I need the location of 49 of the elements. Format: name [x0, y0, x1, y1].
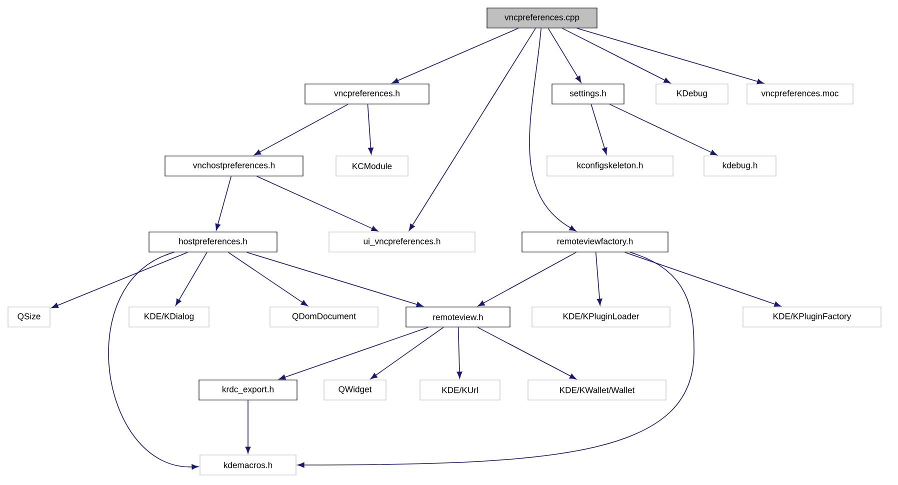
arrow: [246, 252, 424, 308]
file-box: KDE/KDialog: [128, 306, 210, 328]
arrow: [256, 176, 378, 232]
file-box: vncpreferences.moc: [746, 84, 854, 104]
arrow: [595, 252, 602, 306]
file-box: vncpreferences.h: [304, 84, 430, 104]
arrow: [370, 326, 444, 380]
arrow: [215, 176, 232, 230]
file-box: QWidget: [324, 380, 386, 400]
arrow: [562, 28, 671, 84]
file-box: KDE/KPluginLoader: [532, 306, 670, 328]
file-box: krdc_export.h: [198, 380, 298, 400]
file-box: hostpreferences.h: [148, 232, 278, 252]
file-box: kdemacros.h: [200, 454, 296, 476]
file-box: KDE/KUrl: [420, 380, 500, 400]
arrow: [408, 28, 536, 231]
file-box: KDebug: [656, 84, 728, 104]
arrow: [51, 252, 188, 308]
arrow: [367, 104, 374, 154]
arrow: [392, 28, 519, 84]
arrow: [456, 326, 462, 378]
file-box: remoteview.h: [406, 306, 510, 328]
arrow: [108, 252, 198, 470]
file-box: ui_vncpreferences.h: [328, 232, 476, 252]
arrow: [254, 104, 348, 156]
arrow: [245, 400, 251, 454]
file-box: KDE/KWallet/Wallet: [528, 380, 666, 400]
file-box: KDE/KPluginFactory: [742, 306, 882, 328]
arrow: [478, 252, 577, 306]
arrow: [529, 28, 576, 232]
arrow: [548, 28, 582, 83]
file-box: KCModule: [336, 156, 408, 176]
arrow: [175, 252, 208, 306]
file-box: remoteviewfactory.h: [522, 232, 668, 252]
file-box: QSize: [8, 306, 50, 328]
file-box: QDomDocument: [270, 306, 378, 328]
file-box: kdebug.h: [704, 156, 776, 176]
arrow: [477, 326, 576, 380]
arrow: [278, 326, 429, 380]
arrow: [298, 252, 694, 468]
arrow: [590, 104, 608, 155]
arrow: [576, 28, 764, 84]
file-box: settings.h: [552, 84, 624, 104]
file-box: vncpreferences.cpp: [486, 8, 598, 28]
file-box: vnchostpreferences.h: [164, 156, 304, 176]
arrow: [228, 252, 308, 306]
arrow: [609, 104, 718, 156]
arrow: [624, 252, 782, 307]
file-box: kconfigskeleton.h: [546, 156, 674, 176]
